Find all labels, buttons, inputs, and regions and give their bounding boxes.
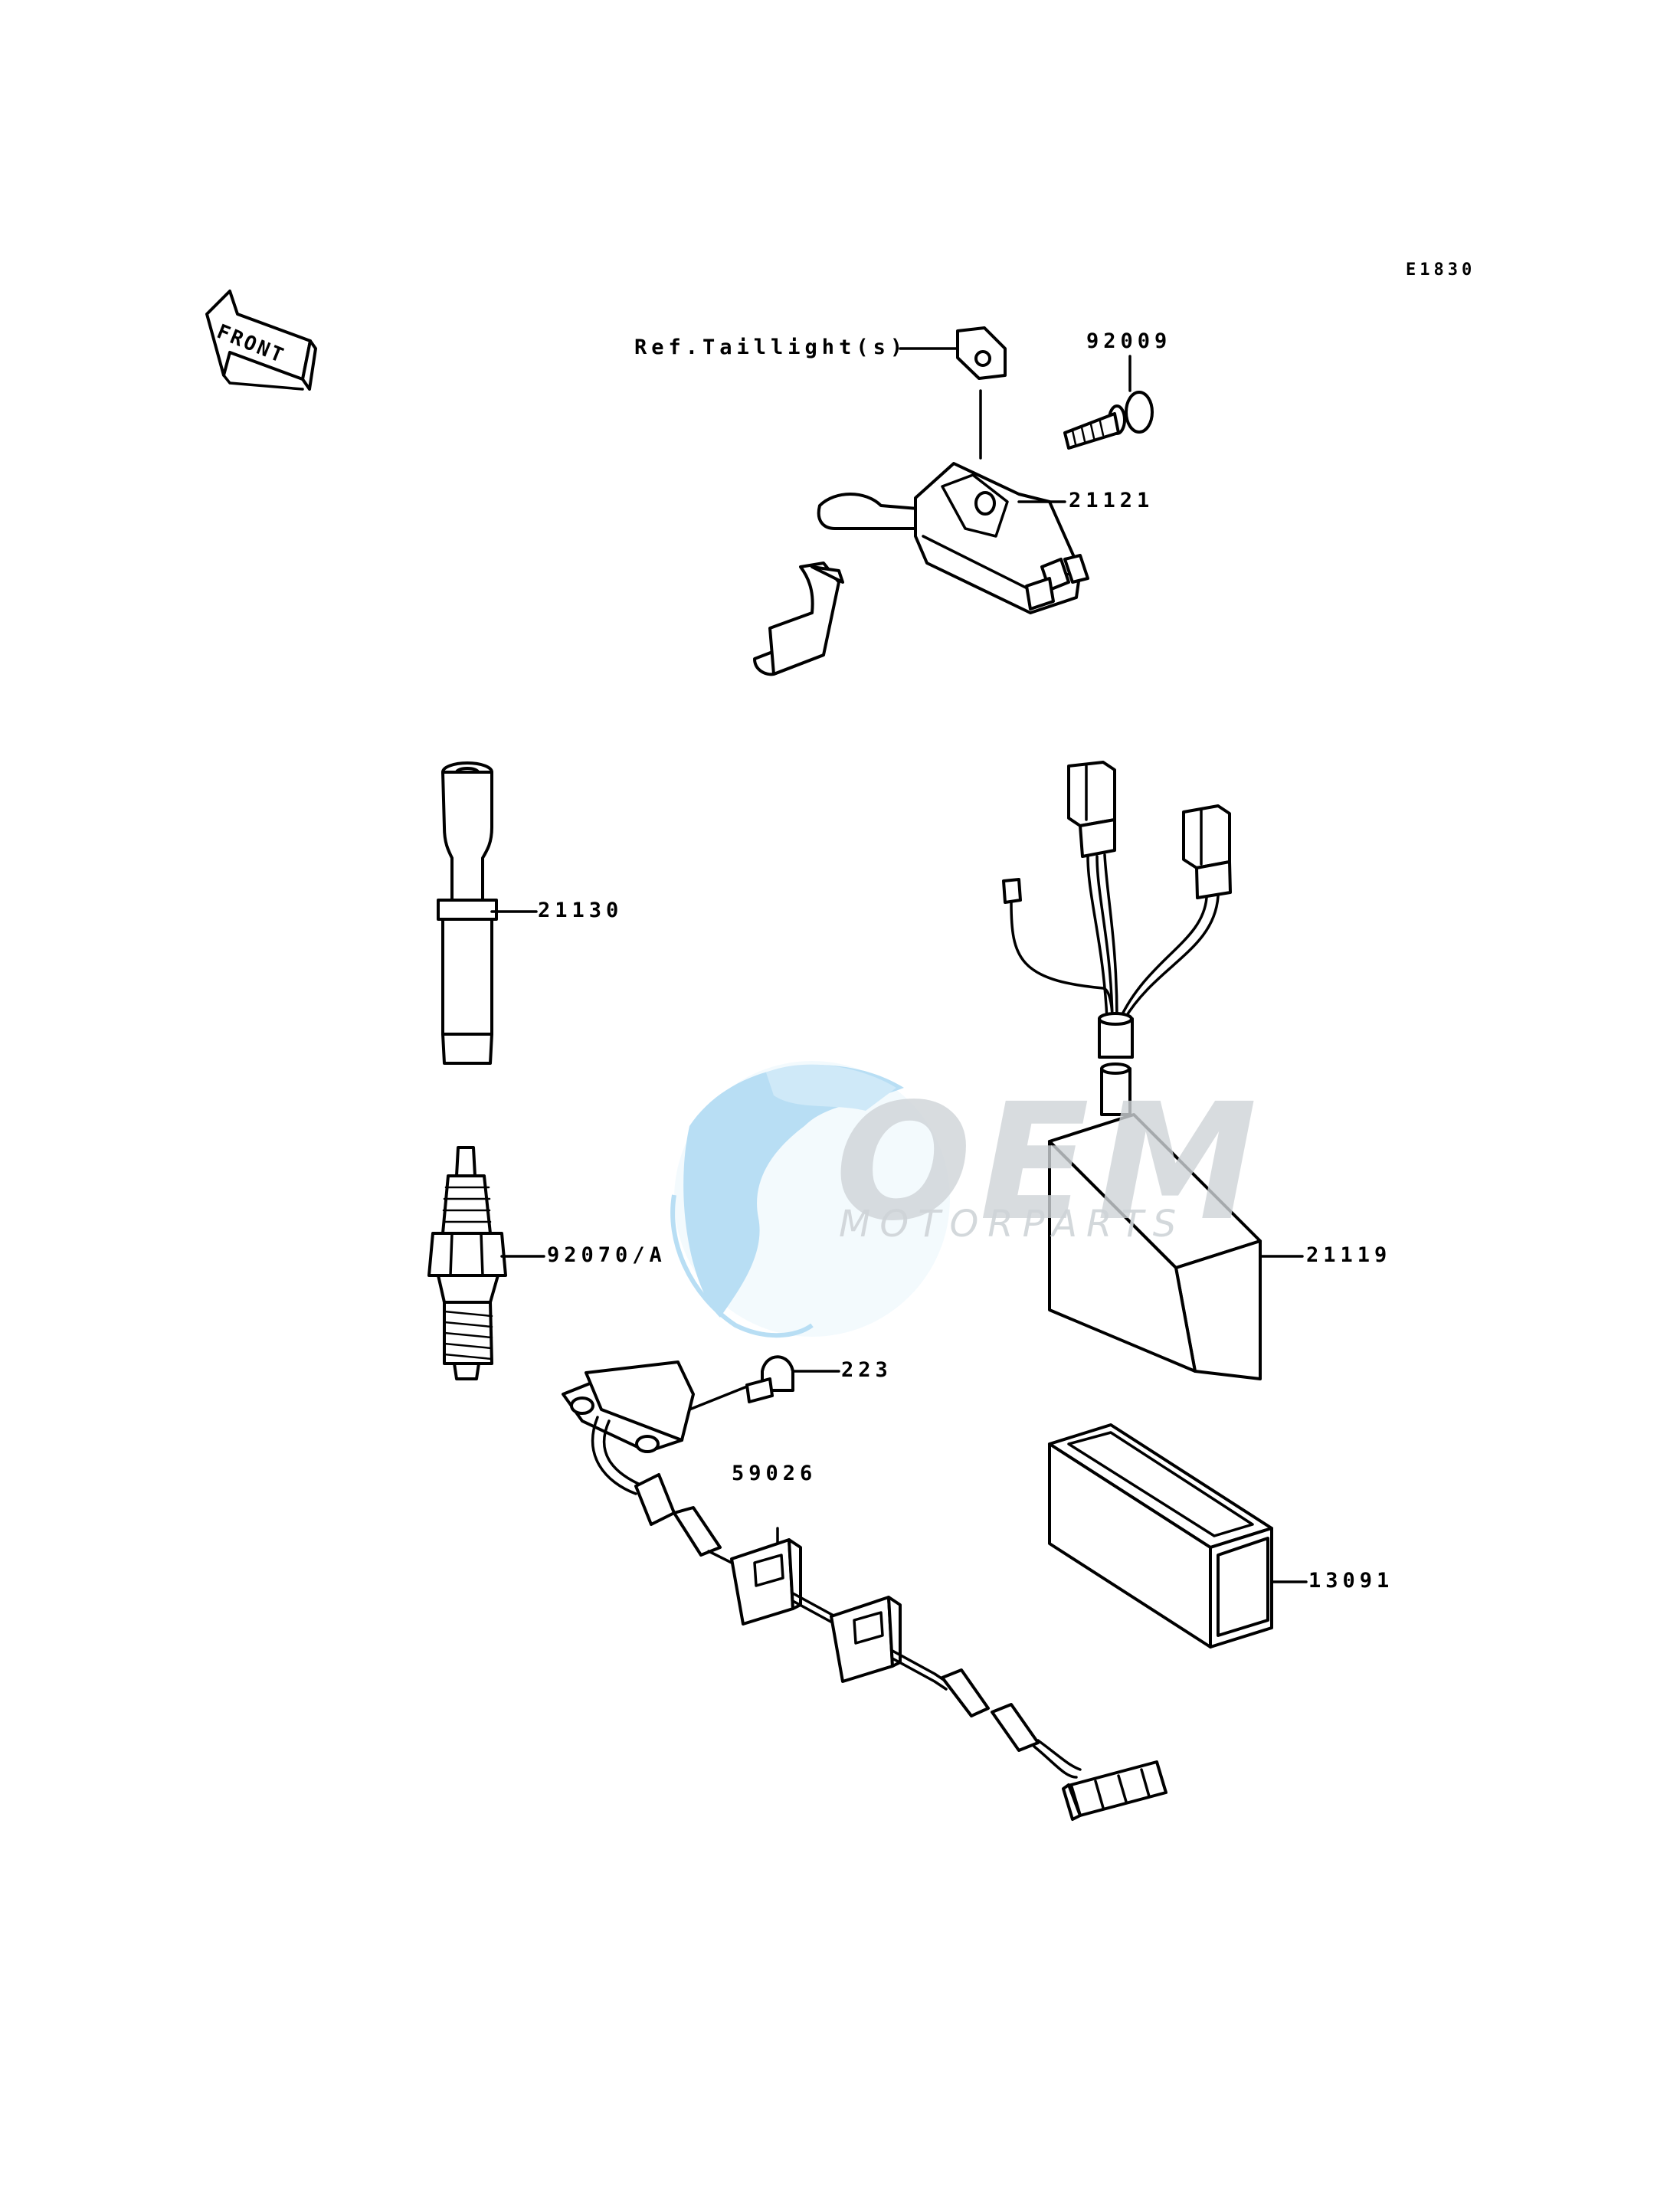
callout-59026: 59026 [732,1462,817,1485]
taillight-clip-icon [899,326,1007,460]
watermark-subtext: MOTORPARTS [839,1203,1186,1246]
spark-plug-92070-icon [427,1146,545,1380]
diagram-code: E1830 [1406,260,1476,280]
callout-13091: 13091 [1308,1569,1394,1593]
case-13091-icon [1048,1423,1308,1649]
callout-21119: 21119 [1306,1243,1392,1267]
plug-cap-21130-icon [437,761,538,1065]
igniter-21119-icon [1002,761,1304,1380]
callout-21130: 21130 [538,899,624,922]
ignition-coil-21121-icon [753,462,1089,676]
bolt-92009-icon [1063,355,1154,450]
watermark-globe [670,1061,950,1338]
callout-92070: 92070/A [547,1243,666,1267]
front-arrow-icon [205,290,317,391]
callout-223: 223 [841,1358,892,1382]
callout-21121: 21121 [1069,489,1154,512]
watermark-logo: OEM [835,1069,1265,1256]
pickup-coil-59026-icon [562,1355,1167,1821]
callout-92009: 92009 [1086,329,1172,353]
callout-ref-taillight: Ref.Taillight(s) [634,336,908,359]
